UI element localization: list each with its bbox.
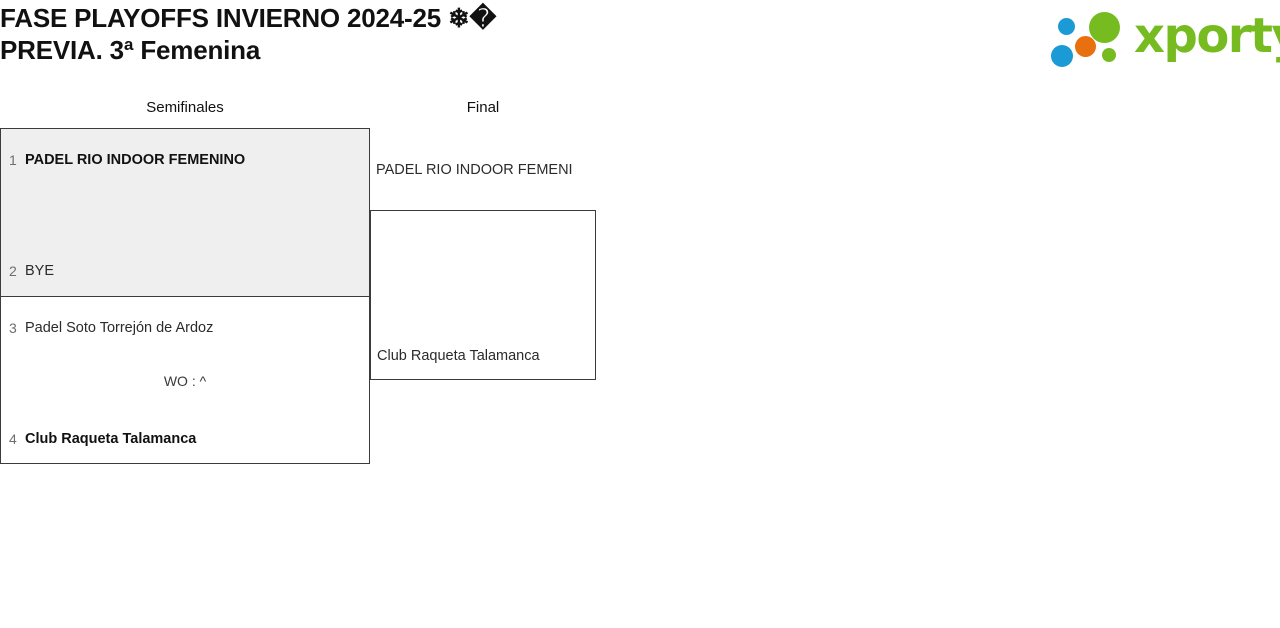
final-advancing-team: PADEL RIO INDOOR FEMENI [376, 162, 573, 178]
logo-dot-blue-small-icon [1058, 18, 1075, 35]
logo-dot-green-large-icon [1089, 12, 1120, 43]
round-header-semifinales: Semifinales [146, 99, 224, 116]
tournament-bracket: Semifinales Final 1 PADEL RIO INDOOR FEM… [0, 92, 1280, 628]
match-score: WO : ^ [163, 373, 207, 389]
match-slot-seed-3[interactable]: 3 Padel Soto Torrejón de Ardoz [1, 317, 369, 339]
round-header-final: Final [466, 99, 500, 116]
logo-dot-green-small-icon [1102, 48, 1116, 62]
team-name: Club Raqueta Talamanca [377, 348, 540, 364]
logo-dot-blue-large-icon [1051, 45, 1073, 67]
team-name: Padel Soto Torrejón de Ardoz [25, 320, 214, 336]
team-name: PADEL RIO INDOOR FEMENINO [25, 152, 246, 168]
team-name: BYE [25, 263, 55, 279]
seed-number: 1 [9, 152, 17, 168]
logo-dots-icon [1048, 10, 1134, 67]
seed-number: 3 [9, 320, 17, 336]
match-slot-seed-4[interactable]: 4 Club Raqueta Talamanca [1, 428, 369, 450]
seed-number: 2 [9, 263, 17, 279]
team-name: Club Raqueta Talamanca [25, 431, 197, 447]
seed-number: 4 [9, 431, 17, 447]
match-final[interactable]: Club Raqueta Talamanca [370, 210, 596, 380]
page-header: FASE PLAYOFFS INVIERNO 2024-25 ❄� PREVIA… [0, 0, 1280, 92]
match-slot-seed-2[interactable]: 2 BYE [1, 260, 369, 282]
match-slot-final-entrant[interactable]: Club Raqueta Talamanca [371, 345, 595, 367]
logo-dot-orange-icon [1075, 36, 1096, 57]
logo-wordmark: xporty [1134, 8, 1280, 64]
xporty-logo[interactable]: xporty [1042, 8, 1280, 67]
match-slot-seed-1[interactable]: 1 PADEL RIO INDOOR FEMENINO [1, 149, 369, 171]
match-semifinal-1[interactable]: 1 PADEL RIO INDOOR FEMENINO 2 BYE [0, 128, 370, 297]
match-semifinal-2[interactable]: 3 Padel Soto Torrejón de Ardoz WO : ^ 4 … [0, 296, 370, 464]
page-title: FASE PLAYOFFS INVIERNO 2024-25 ❄� PREVIA… [0, 3, 497, 65]
